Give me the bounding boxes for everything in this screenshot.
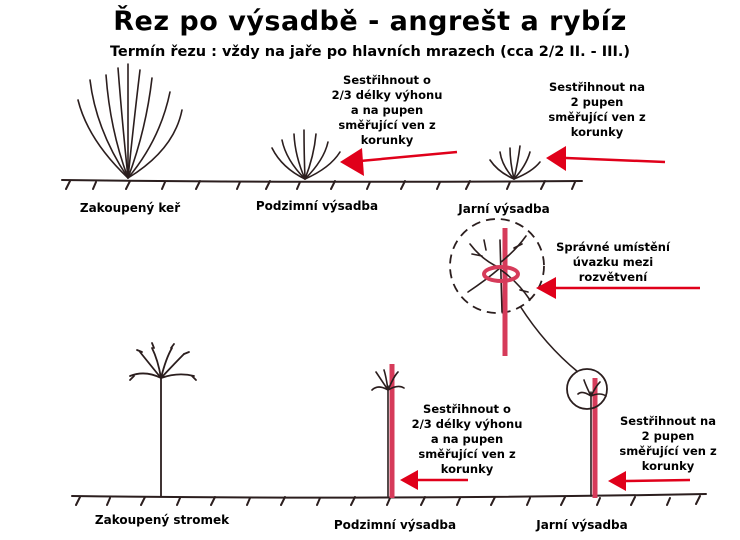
arrow-left-icon: [400, 470, 468, 490]
note-tie-placement: Správné umístění úvazku mezi rozvětvení: [538, 240, 688, 285]
note-line: 2 pupen: [641, 429, 695, 443]
note-cut-two-buds-bottom: Sestřihnout na 2 pupen směřující ven z k…: [598, 414, 738, 474]
note-line: rozvětvení: [578, 270, 648, 284]
note-cut-two-buds-top: Sestřihnout na 2 pupen směřující ven z k…: [522, 80, 672, 140]
note-cut-two-thirds-top: Sestřihnout o 2/3 délky výhonu a na pupe…: [312, 73, 462, 148]
label-autumn-planting-bottom: Podzimní výsadba: [333, 518, 457, 532]
note-line: 2/3 délky výhonu: [331, 88, 443, 102]
bush-icon: [77, 63, 183, 179]
page-title: Řez po výsadbě - angrešt a rybíz: [113, 6, 627, 37]
note-line: Sestřihnout na: [620, 414, 716, 428]
ground-line-top: [61, 179, 583, 190]
note-line: Správné umístění: [556, 240, 670, 254]
note-line: úvazku mezi: [572, 255, 654, 269]
tree-icon: [129, 342, 197, 497]
arrow-left-icon: [536, 277, 700, 299]
arrow-left-icon: [340, 148, 458, 176]
note-line: a na pupen: [350, 103, 424, 117]
note-line: korunky: [360, 133, 414, 147]
note-line: směřující ven z: [418, 447, 516, 461]
note-cut-two-thirds-bottom: Sestřihnout o 2/3 délky výhonu a na pupe…: [394, 402, 540, 477]
note-line: směřující ven z: [619, 444, 717, 458]
label-autumn-planting-top: Podzimní výsadba: [255, 199, 379, 213]
note-line: korunky: [641, 459, 695, 473]
bush-icon: [271, 129, 341, 180]
note-line: Sestřihnout na: [549, 80, 645, 94]
tree-icon: [371, 369, 405, 497]
zoom-circle-icon: [566, 368, 608, 410]
page-subtitle: Termín řezu : vždy na jaře po hlavních m…: [109, 44, 631, 60]
ground-line-bottom: [71, 493, 707, 506]
label-bought-bush: Zakoupený keř: [79, 201, 181, 215]
note-line: 2/3 délky výhonu: [411, 417, 523, 431]
note-line: Sestřihnout o: [423, 402, 511, 416]
arrow-left-icon: [608, 471, 691, 491]
label-bought-tree: Zakoupený stromek: [94, 513, 230, 527]
note-line: a na pupen: [430, 432, 504, 446]
note-line: korunky: [570, 125, 624, 139]
label-spring-planting-top: Jarní výsadba: [458, 202, 550, 216]
arrow-left-icon: [546, 146, 666, 171]
zoom-circle-icon: [449, 218, 545, 356]
note-line: směřující ven z: [548, 110, 646, 124]
note-line: korunky: [440, 462, 494, 476]
zoom-connector: [519, 305, 579, 373]
note-line: 2 pupen: [570, 95, 624, 109]
note-line: Sestřihnout o: [343, 73, 431, 87]
note-line: směřující ven z: [338, 118, 436, 132]
label-spring-planting-bottom: Jarní výsadba: [536, 518, 628, 532]
bush-icon: [489, 145, 541, 180]
